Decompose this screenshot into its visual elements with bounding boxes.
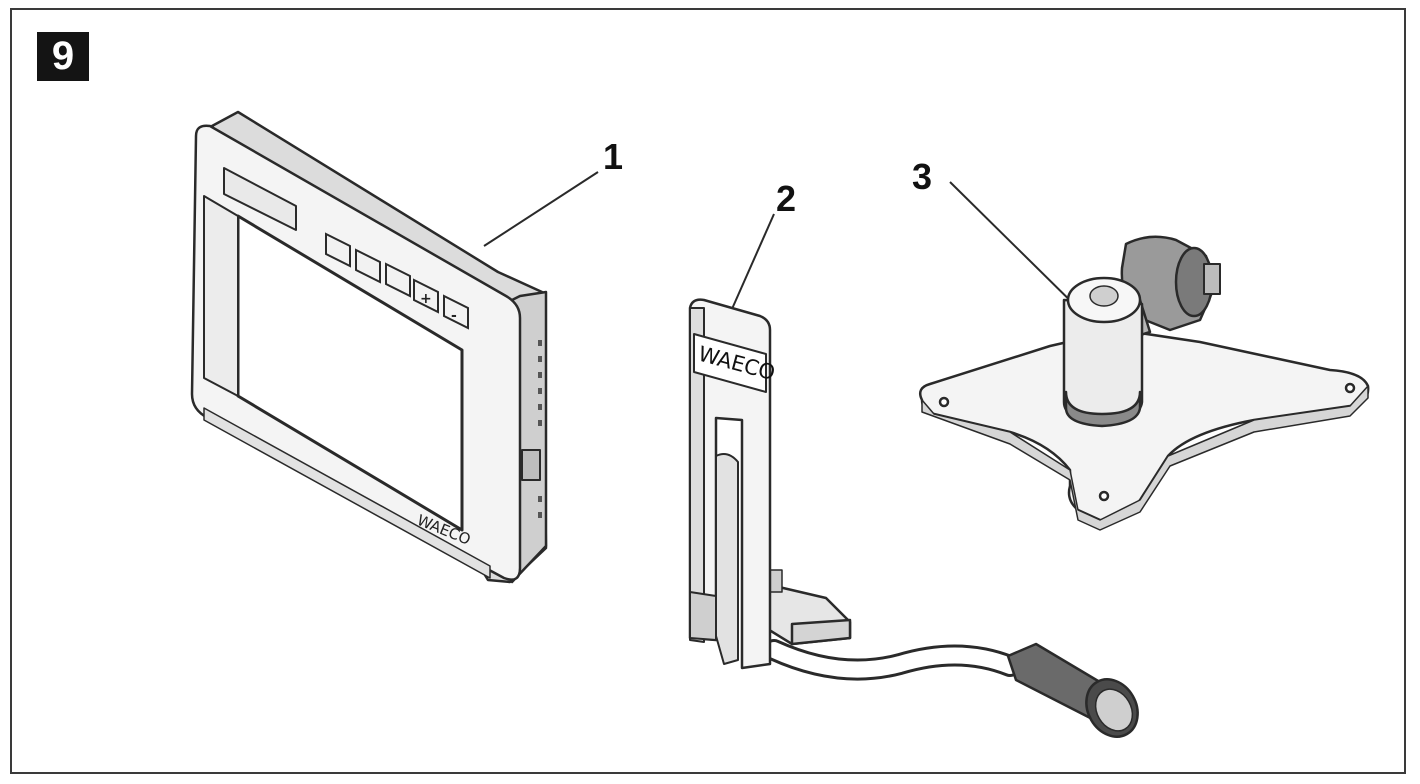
callout-1: 1 (603, 136, 624, 177)
monitor-button-2 (355, 248, 381, 284)
monitor-button-minus (443, 294, 469, 330)
monitor-button-minus-label: - (451, 308, 457, 324)
monitor-button-3 (385, 262, 411, 298)
monitor-button-1 (325, 232, 351, 268)
callout-3: 3 (912, 156, 933, 197)
figure-number-badge: 9 (37, 32, 89, 81)
monitor-button-plus (413, 278, 439, 314)
leader-line-1 (483, 171, 599, 247)
leader-lines (483, 171, 1099, 329)
monitor-icon (190, 110, 548, 584)
monitor-buttons (325, 232, 469, 330)
ball-mount-icon (919, 235, 1370, 531)
callout-2: 2 (776, 178, 797, 219)
bracket-icon (688, 298, 1139, 738)
figure-frame (10, 8, 1406, 774)
monitor-button-plus-label: + (420, 291, 432, 307)
leader-line-2 (727, 213, 775, 319)
